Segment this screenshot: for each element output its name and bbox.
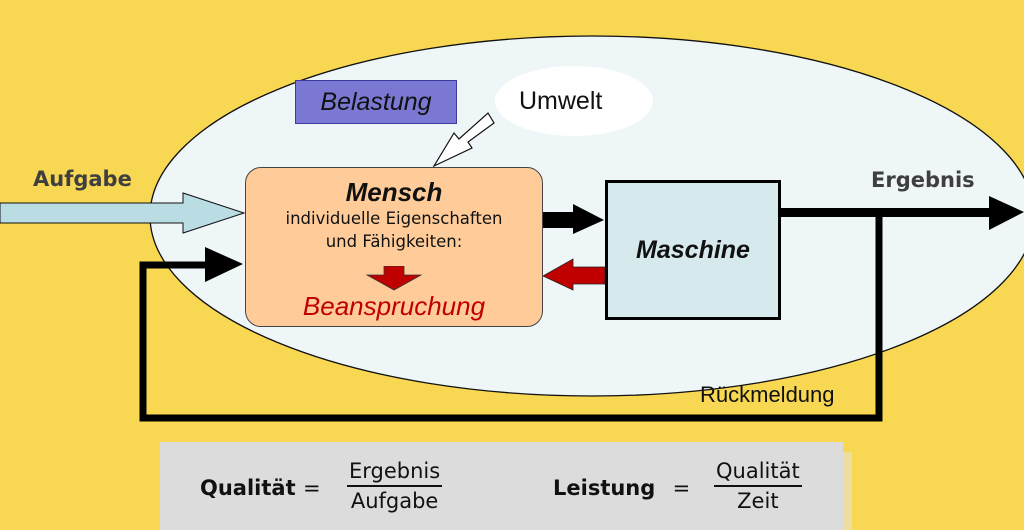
formula-qualitaet-numerator: Ergebnis [347, 458, 443, 487]
feedback-loop [139, 216, 883, 422]
mensch-subtitle-line2: und Fähigkeiten: [325, 232, 463, 251]
formula-leistung-fraction: Qualität Zeit [714, 458, 802, 515]
mensch-title: Mensch [345, 177, 443, 207]
umwelt-ellipse [495, 66, 653, 136]
umwelt-label: Umwelt [519, 87, 603, 115]
formula-qualitaet-equals: = [302, 476, 321, 500]
mensch-subtitle-line1: individuelle Eigenschaften [285, 209, 503, 228]
formula-box-shadow [843, 452, 852, 530]
aufgabe-label: Aufgabe [33, 167, 132, 191]
formula-leistung-term: Leistung [553, 476, 656, 500]
beanspruchung-label: Beanspruchung [302, 291, 486, 321]
mensch-to-maschine-arrow [543, 204, 604, 234]
formula-qualitaet-denominator: Aufgabe [350, 489, 439, 513]
output-line [780, 208, 995, 217]
formula-leistung-lhs: Leistung = [553, 476, 690, 500]
ergebnis-label: Ergebnis [871, 168, 975, 192]
beanspruchung-down-arrow-icon [365, 266, 423, 291]
belastung-box: Belastung [295, 80, 457, 124]
formula-qualitaet-term: Qualität [200, 476, 296, 500]
maschine-to-mensch-arrow [542, 258, 606, 291]
output-arrowhead [989, 196, 1024, 230]
maschine-box: Maschine [605, 180, 781, 320]
formula-qualitaet-lhs: Qualität = [200, 476, 321, 500]
mensch-box: Mensch individuelle Eigenschaften und Fä… [245, 167, 543, 327]
feedback-arrowhead [205, 247, 243, 282]
maschine-label: Maschine [636, 235, 750, 264]
input-arrow [0, 192, 246, 234]
belastung-label: Belastung [320, 87, 432, 116]
formula-qualitaet-fraction: Ergebnis Aufgabe [347, 458, 443, 515]
rueckmeldung-label: Rückmeldung [700, 382, 835, 407]
formula-leistung-denominator: Zeit [737, 489, 779, 513]
formula-leistung-equals: = [672, 476, 691, 500]
umwelt-arrow [432, 112, 495, 168]
formula-leistung-numerator: Qualität [714, 458, 802, 487]
